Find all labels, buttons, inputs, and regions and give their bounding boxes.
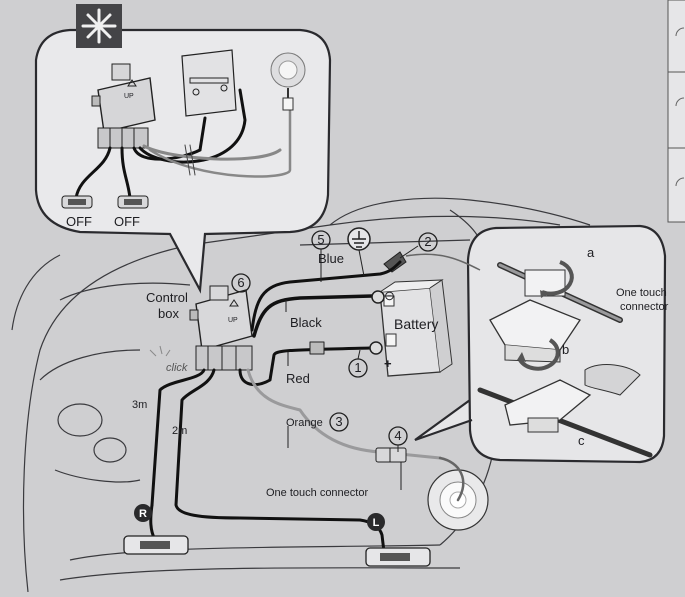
callout-1: 1 xyxy=(348,358,368,378)
detail-bubble: a b c One touch connector xyxy=(414,224,669,464)
inset-lamp-right xyxy=(117,195,149,209)
off-label-right: OFF xyxy=(114,214,140,229)
inset-battery xyxy=(181,49,237,117)
callout-6: 6 xyxy=(231,273,251,293)
connector-detail-ab xyxy=(489,260,623,371)
inset-control-box xyxy=(91,63,156,149)
wire-label-blue: Blue xyxy=(318,251,344,266)
up-label-inset: UP xyxy=(124,93,134,100)
fog-lamp-right xyxy=(365,547,431,567)
fog-lamp-left xyxy=(123,535,189,555)
wire-label-red: Red xyxy=(286,371,310,386)
battery xyxy=(379,279,453,377)
main-control-box xyxy=(189,285,253,371)
svg-text:6: 6 xyxy=(237,275,244,290)
svg-text:R: R xyxy=(139,508,147,520)
inset-bubble: OFF OFF UP xyxy=(34,4,332,294)
svg-text:L: L xyxy=(373,517,380,529)
callout-3: 3 xyxy=(329,412,349,432)
side-table-fragment xyxy=(667,0,685,223)
battery-plus-label: + xyxy=(384,356,392,371)
inset-lamp-left xyxy=(61,195,93,209)
wire-label-orange: Orange xyxy=(286,417,323,429)
badge-r: R xyxy=(134,504,152,522)
one-touch-connector-label: One touch connector xyxy=(266,487,368,499)
battery-label: Battery xyxy=(394,316,438,332)
off-label-left: OFF xyxy=(66,214,92,229)
letter-a: a xyxy=(587,245,595,260)
length-label-2m: 2m xyxy=(172,425,187,437)
leader-lines xyxy=(285,245,419,452)
inset-headlight xyxy=(270,52,306,111)
svg-text:4: 4 xyxy=(394,428,401,443)
callout-5: 5 xyxy=(311,230,331,250)
battery-minus-label: ⊝ xyxy=(384,288,395,303)
svg-text:2: 2 xyxy=(424,234,431,249)
one-touch-connector-right-line1: One touch xyxy=(616,287,667,299)
wire-label-black: Black xyxy=(290,315,322,330)
svg-text:1: 1 xyxy=(354,360,361,375)
inset-wires xyxy=(74,88,292,200)
letter-b: b xyxy=(562,342,569,357)
callout-4: 4 xyxy=(388,426,408,446)
control-box-label-line2: box xyxy=(158,306,179,321)
svg-text:3: 3 xyxy=(335,414,342,429)
letter-c: c xyxy=(578,433,585,448)
badge-l: L xyxy=(367,513,385,531)
click-burst-icon xyxy=(149,345,171,357)
click-label: click xyxy=(166,362,188,374)
length-label-3m: 3m xyxy=(132,399,147,411)
asterisk-tip-icon xyxy=(76,4,122,48)
up-label-main: UP xyxy=(228,317,238,324)
one-touch-connector-right-line2: connector xyxy=(620,301,669,313)
connector-detail-c xyxy=(477,364,653,458)
control-box-label-line1: Control xyxy=(146,290,188,305)
ground-symbol-icon xyxy=(347,227,371,251)
svg-text:5: 5 xyxy=(317,232,324,247)
one-touch-connector-main xyxy=(375,447,407,490)
callout-2: 2 xyxy=(418,232,438,252)
